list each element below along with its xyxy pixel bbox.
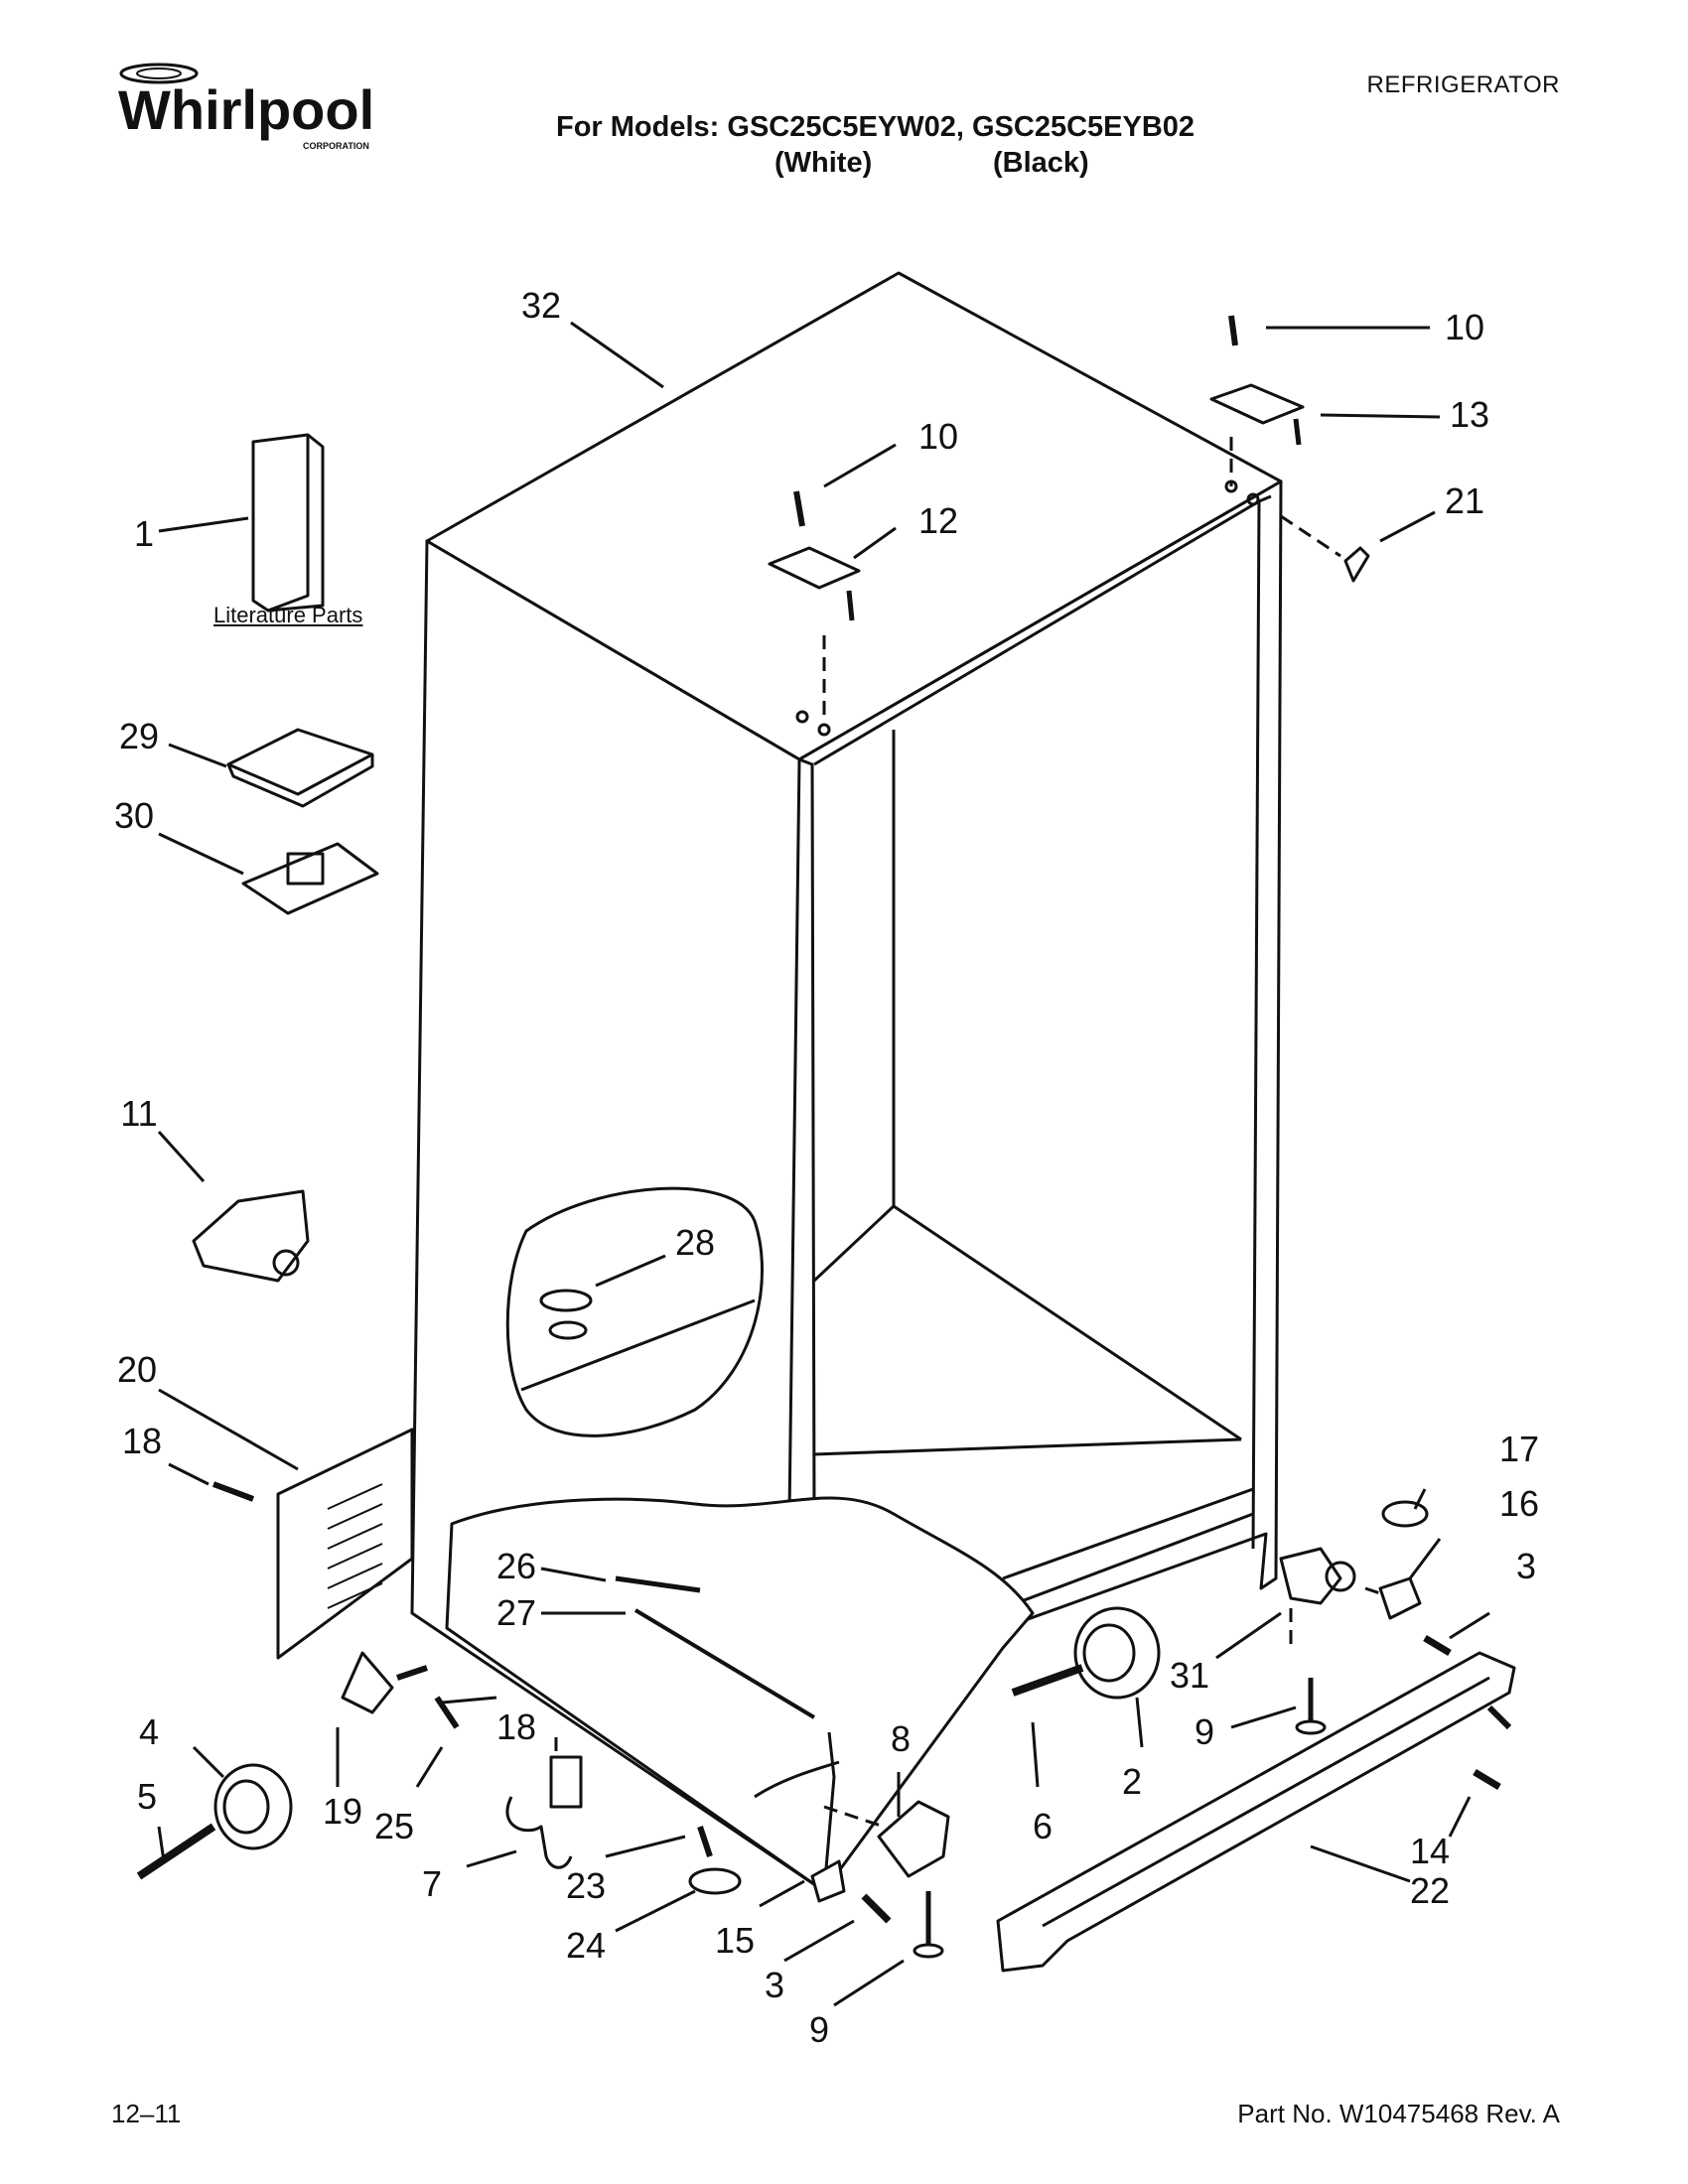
callout-32: 32 xyxy=(520,285,562,326)
callout-2: 2 xyxy=(1121,1761,1143,1802)
callout-26: 26 xyxy=(495,1546,537,1586)
callout-18-center: 18 xyxy=(495,1706,537,1747)
lower-cutaway xyxy=(445,1496,1035,1893)
callout-18-left: 18 xyxy=(121,1421,163,1461)
callout-31: 31 xyxy=(1169,1655,1210,1696)
callout-28: 28 xyxy=(674,1222,716,1263)
part-number: Part No. W10475468 Rev. A xyxy=(1237,2099,1560,2128)
control-board xyxy=(241,842,379,915)
date-code: 12–11 xyxy=(111,2099,182,2128)
bracket-19 xyxy=(341,1651,394,1714)
callout-14: 14 xyxy=(1409,1831,1451,1871)
callout-13: 13 xyxy=(1449,394,1490,435)
callout-11: 11 xyxy=(120,1093,158,1134)
roller-right xyxy=(1073,1606,1161,1700)
svg-text:CORPORATION: CORPORATION xyxy=(303,141,369,151)
callout-9-bottom: 9 xyxy=(808,2009,830,2050)
callout-30: 30 xyxy=(113,795,155,836)
callout-10-top-center: 10 xyxy=(917,416,959,457)
literature-parts-label: Literature Parts xyxy=(213,603,363,627)
callout-8: 8 xyxy=(890,1718,912,1759)
category-label: REFRIGERATOR xyxy=(1366,71,1560,98)
svg-text:Whirlpool: Whirlpool xyxy=(118,78,374,141)
models-title: For Models: GSC25C5EYW02, GSC25C5EYB02 xyxy=(556,111,1196,143)
callout-3-right: 3 xyxy=(1515,1546,1537,1586)
water-valve xyxy=(192,1189,310,1283)
callout-9-right: 9 xyxy=(1194,1711,1215,1752)
callout-3-bottom: 3 xyxy=(764,1965,785,2005)
callout-23: 23 xyxy=(565,1865,607,1906)
callout-6: 6 xyxy=(1032,1806,1054,1846)
callout-4: 4 xyxy=(138,1711,160,1752)
literature-booklet xyxy=(251,433,325,613)
callout-7: 7 xyxy=(421,1863,443,1904)
roller-left xyxy=(213,1763,293,1850)
top-hinge-13 xyxy=(1209,383,1305,425)
callout-21: 21 xyxy=(1444,480,1485,521)
callout-10-top-right: 10 xyxy=(1444,307,1485,347)
callout-15: 15 xyxy=(714,1920,756,1961)
callout-27: 27 xyxy=(495,1592,537,1633)
callout-1: 1 xyxy=(133,513,155,554)
hinge-31 xyxy=(1279,1547,1342,1605)
callout-25: 25 xyxy=(373,1806,415,1846)
variant-white: (White) xyxy=(774,147,873,179)
kickplate-22 xyxy=(996,1651,1516,1973)
drain-tube xyxy=(505,1796,573,1869)
callout-29: 29 xyxy=(118,716,160,756)
hinge-bracket-8 xyxy=(877,1800,950,1878)
callout-5: 5 xyxy=(136,1776,158,1817)
callout-22: 22 xyxy=(1409,1870,1451,1911)
callout-16: 16 xyxy=(1498,1483,1540,1524)
callout-19: 19 xyxy=(322,1791,363,1832)
callout-17: 17 xyxy=(1498,1429,1540,1469)
whirlpool-logo: Whirlpool CORPORATION xyxy=(114,60,392,159)
rear-panel xyxy=(276,1428,414,1660)
callout-20: 20 xyxy=(116,1349,158,1390)
callout-24: 24 xyxy=(565,1925,607,1966)
cutaway-window xyxy=(505,1186,764,1437)
top-hinge-12 xyxy=(768,546,861,590)
callout-12: 12 xyxy=(917,500,959,541)
variant-black: (Black) xyxy=(993,147,1089,179)
